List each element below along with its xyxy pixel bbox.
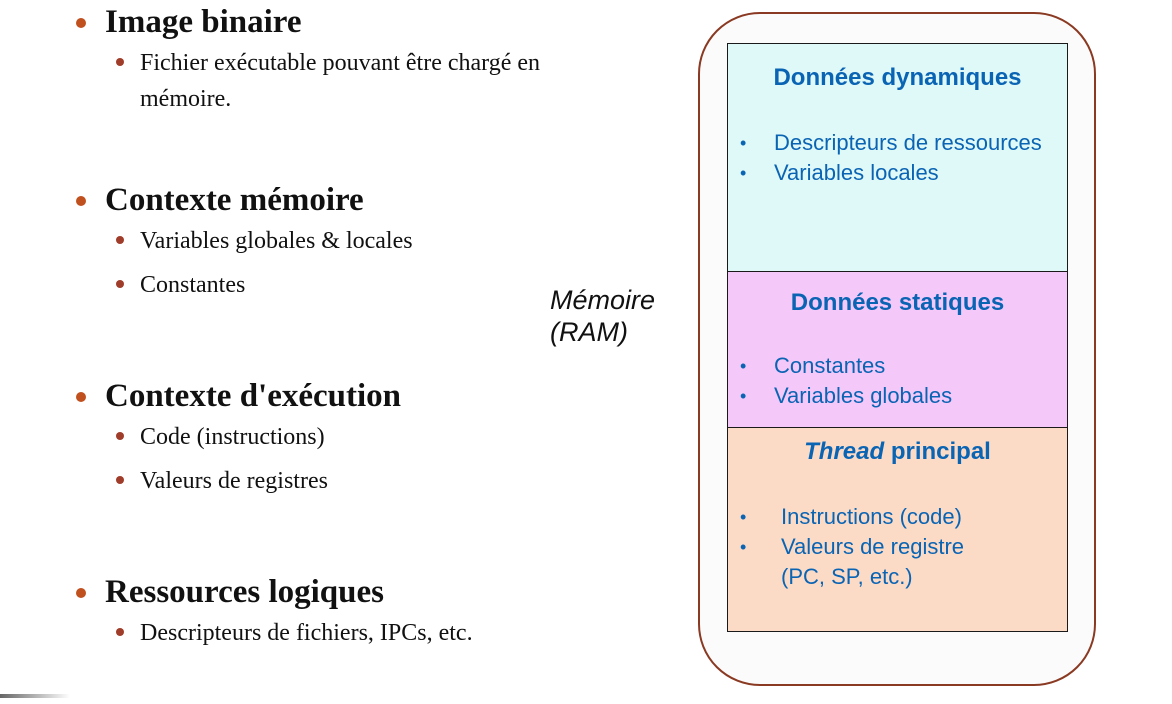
section-ressources-logiques: Ressources logiques Descripteurs de fich… (76, 574, 620, 651)
static-data-block: Données statiques • Constantes • Variabl… (727, 271, 1068, 428)
list-item: Variables globales & locales (76, 223, 620, 259)
bullet-icon: • (740, 507, 747, 527)
list-item: • Constantes (728, 351, 1067, 381)
block-title: Thread principal (804, 438, 991, 465)
list-item: Code (instructions) (76, 419, 620, 455)
bullet-icon (116, 476, 124, 484)
bullet-icon (76, 195, 86, 206)
divider (0, 694, 70, 698)
section-contexte-execution: Contexte d'exécution Code (instructions)… (76, 378, 620, 499)
bullet-icon (116, 58, 124, 66)
list-item: • Variables globales (728, 381, 1067, 411)
section-title: Image binaire (105, 4, 302, 40)
bullet-icon (76, 17, 86, 28)
bullet-icon (116, 280, 124, 288)
bullet-icon (76, 587, 86, 598)
bullet-icon (116, 432, 124, 440)
main-thread-block: Thread principal • Instructions (code) •… (727, 427, 1068, 632)
section-title: Contexte mémoire (105, 182, 364, 218)
memory-label: Mémoire (RAM) (550, 285, 656, 347)
section-contexte-memoire: Contexte mémoire Variables globales & lo… (76, 182, 620, 303)
bullet-icon: • (740, 163, 747, 183)
section-image-binaire: Image binaire Fichier exécutable pouvant… (76, 4, 620, 117)
list-item: Fichier exécutable pouvant être chargé e… (76, 45, 620, 117)
bullet-icon (116, 628, 124, 636)
list-item: Descripteurs de fichiers, IPCs, etc. (76, 615, 620, 651)
bullet-icon (116, 236, 124, 244)
list-item: Constantes (76, 267, 620, 303)
list-item: • Descripteurs de ressources (728, 128, 1067, 158)
block-title: Données statiques (790, 289, 1005, 316)
list-item: • Variables locales (728, 158, 1067, 188)
bullet-icon: • (740, 133, 747, 153)
bullet-icon: • (740, 537, 747, 557)
section-title: Contexte d'exécution (105, 378, 402, 414)
list-item: • Instructions (code) (728, 502, 1067, 532)
block-title: Données dynamiques (773, 64, 1022, 91)
bullet-icon: • (740, 356, 747, 376)
list-item: Valeurs de registres (76, 463, 620, 499)
bullet-icon (76, 391, 86, 402)
bullet-icon: • (740, 386, 747, 406)
section-title: Ressources logiques (105, 574, 384, 610)
dynamic-data-block: Données dynamiques • Descripteurs de res… (727, 43, 1068, 272)
list-item: • Valeurs de registre (PC, SP, etc.) (740, 534, 965, 589)
